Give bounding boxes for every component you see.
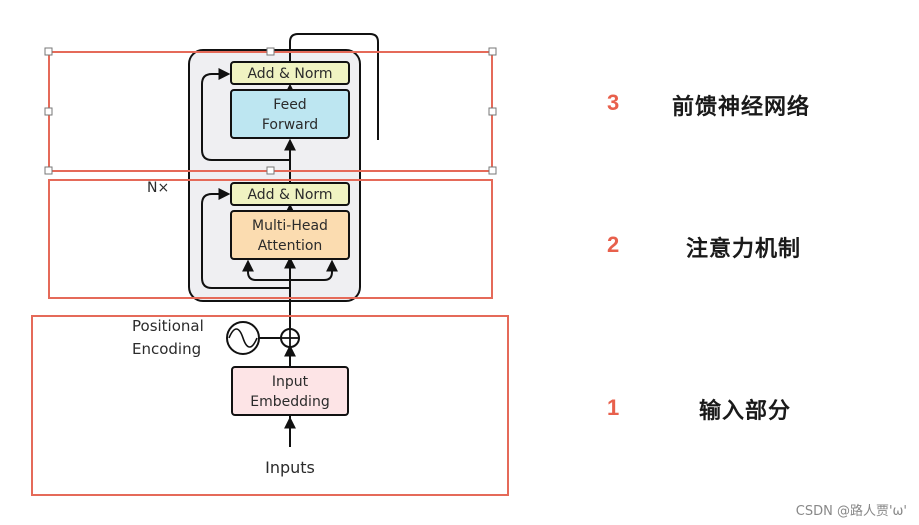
mha-label-1: Multi-Head — [252, 218, 328, 234]
watermark: CSDN @路人贾'ω' — [795, 504, 907, 519]
multi-head-attention-box — [230, 210, 350, 260]
residual-ff — [201, 68, 290, 161]
legend-number-2: 2 — [607, 232, 620, 257]
frame-input — [31, 315, 509, 496]
residual-attention — [201, 188, 290, 289]
add-norm-bottom-label: Add & Norm — [247, 187, 332, 203]
positional-label-1: Positional — [132, 317, 204, 335]
positional-label-2: Encoding — [132, 340, 201, 358]
legend-label-1: 输入部分 — [699, 399, 792, 424]
embedding-label-1: Input — [272, 374, 309, 390]
feed-forward-label-2: Forward — [262, 117, 318, 133]
embedding-label-2: Embedding — [250, 394, 329, 410]
add-norm-bottom-box — [230, 182, 350, 206]
nx-label: N× — [147, 180, 169, 196]
legend-label-2: 注意力机制 — [686, 237, 802, 262]
selection-handles[interactable] — [44, 47, 497, 175]
sine-wave-path — [228, 328, 258, 348]
frame-attention — [48, 179, 493, 299]
attention-branch-left — [242, 259, 290, 281]
inputs-label: Inputs — [265, 458, 315, 477]
attention-branch-right — [290, 259, 338, 281]
legend-label-3: 前馈神经网络 — [672, 95, 811, 120]
legend-number-1: 1 — [607, 395, 620, 420]
feed-forward-box — [230, 89, 350, 139]
add-norm-top-box — [230, 61, 350, 85]
output-line — [289, 33, 379, 140]
input-embedding-box — [231, 366, 349, 416]
feed-forward-label-1: Feed — [273, 97, 306, 113]
encoder-block — [188, 49, 361, 302]
add-norm-top-label: Add & Norm — [247, 66, 332, 82]
mha-label-2: Attention — [258, 238, 323, 254]
legend-number-3: 3 — [607, 90, 620, 115]
